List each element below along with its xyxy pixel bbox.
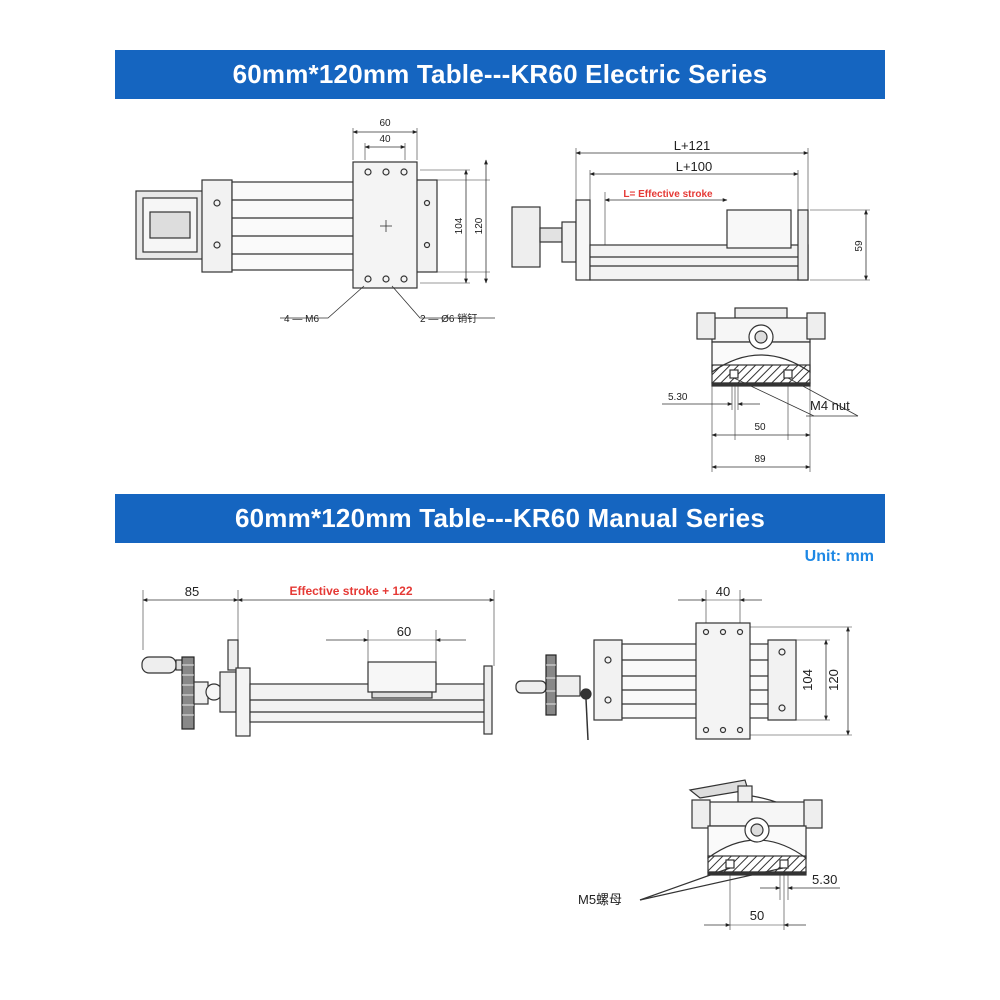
manual-dim-104-label: 104 [800, 669, 815, 691]
dim-50-label: 50 [754, 422, 766, 433]
m4-nut-label: M4 nut [810, 398, 850, 413]
electric-end-view [662, 307, 859, 472]
manual-effective-stroke-label: Effective stroke + 122 [289, 584, 412, 598]
dim-104-label: 104 [454, 217, 465, 234]
manual-dim-40-label: 40 [716, 584, 730, 599]
m5-nut-label: M5螺母 [578, 892, 622, 907]
manual-end-view [639, 779, 840, 930]
pin-callout: 2 — Ø6 销钉 [420, 312, 477, 325]
manual-series-title: 60mm*120mm Table---KR60 Manual Series [115, 494, 885, 543]
dim-89-label: 89 [754, 454, 766, 465]
electric-series-title: 60mm*120mm Table---KR60 Electric Series [115, 50, 885, 99]
electric-side-view [511, 148, 870, 281]
manual-dim-120-label: 120 [826, 669, 841, 691]
dim-120-label: 120 [474, 217, 485, 234]
dim-60-label: 60 [379, 118, 391, 129]
dim-530-label: 5.30 [668, 392, 688, 403]
manual-top-view [515, 590, 852, 741]
dim-l121-label: L+121 [674, 138, 711, 153]
effective-stroke-label: L= Effective stroke [623, 189, 713, 200]
unit-label: Unit: mm [804, 548, 874, 565]
dim-40-label: 40 [379, 134, 391, 145]
manual-dim-60-label: 60 [397, 624, 411, 639]
manual-side-view [141, 590, 495, 737]
manual-dim-50-label: 50 [750, 908, 764, 923]
dim-85-label: 85 [185, 584, 199, 599]
dim-l100-label: L+100 [676, 159, 713, 174]
electric-top-view [135, 128, 495, 319]
m6-callout: 4 — M6 [284, 314, 319, 325]
manual-dim-530-label: 5.30 [812, 872, 837, 887]
dim-59-label: 59 [854, 240, 865, 252]
